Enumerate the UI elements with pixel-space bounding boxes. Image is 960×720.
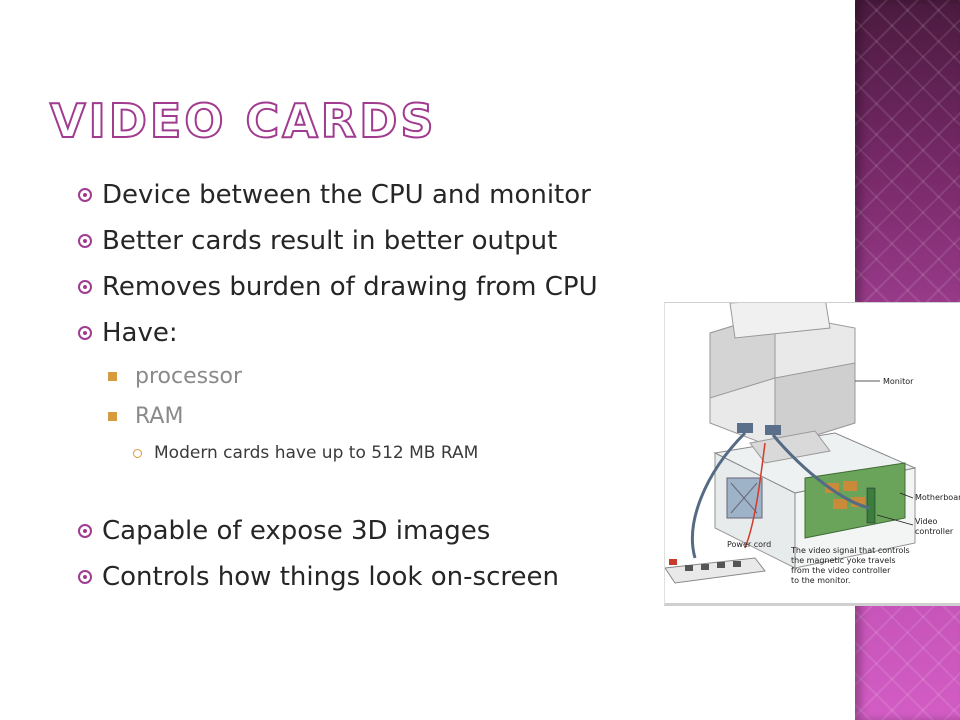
sub-bullet-item: processor: [78, 356, 598, 396]
bullet-icon: [78, 570, 92, 584]
video-controller-label-2: controller: [915, 527, 954, 536]
monitor-label: Monitor: [883, 377, 914, 386]
bullet-icon: [78, 326, 92, 340]
video-controller-label-1: Video: [915, 517, 938, 526]
motherboard-label: Motherboard: [915, 493, 960, 502]
caption-line-4: to the monitor.: [791, 576, 851, 585]
computer-illustration: Monitor Motherboard Video controller Pow…: [664, 297, 960, 606]
circle-bullet-icon: [133, 448, 142, 458]
caption-line-1: The video signal that controls: [791, 546, 910, 555]
sub-sub-bullet-item: Modern cards have up to 512 MB RAM: [78, 436, 598, 470]
bullet-item: Removes burden of drawing from CPU: [78, 264, 598, 310]
power-cord-label: Power cord: [727, 540, 772, 549]
square-bullet-icon: [108, 411, 117, 421]
caption-line-3: from the video controller: [791, 566, 891, 575]
bullet-text: Device between the CPU and monitor: [102, 180, 591, 210]
bullet-text: Controls how things look on-screen: [102, 562, 559, 592]
sub-sub-bullet-text: Modern cards have up to 512 MB RAM: [154, 443, 479, 463]
bullet-text: Removes burden of drawing from CPU: [102, 272, 598, 302]
bullet-item: Better cards result in better output: [78, 218, 598, 264]
sub-bullet-text: processor: [135, 363, 243, 389]
sub-bullet-item: RAM: [78, 396, 598, 436]
bullet-item: Device between the CPU and monitor: [78, 172, 598, 218]
sub-bullet-text: RAM: [135, 403, 184, 429]
computer-diagram-svg: [664, 297, 917, 584]
bullet-text: Better cards result in better output: [102, 226, 558, 256]
bullet-text: Capable of expose 3D images: [102, 516, 491, 546]
bullet-icon: [78, 280, 92, 294]
bullet-list: Device between the CPU and monitor Bette…: [78, 172, 598, 600]
bullet-text: Have:: [102, 318, 178, 348]
bullet-icon: [78, 234, 92, 248]
caption-line-2: the magnetic yoke travels: [791, 556, 896, 565]
bullet-item: Have:: [78, 310, 598, 356]
bullet-icon: [78, 524, 92, 538]
slide-title: Video Cards: [49, 94, 437, 148]
spacer: [78, 470, 598, 508]
bullet-icon: [78, 188, 92, 202]
square-bullet-icon: [108, 371, 117, 381]
bullet-item: Controls how things look on-screen: [78, 554, 598, 600]
bullet-item: Capable of expose 3D images: [78, 508, 598, 554]
